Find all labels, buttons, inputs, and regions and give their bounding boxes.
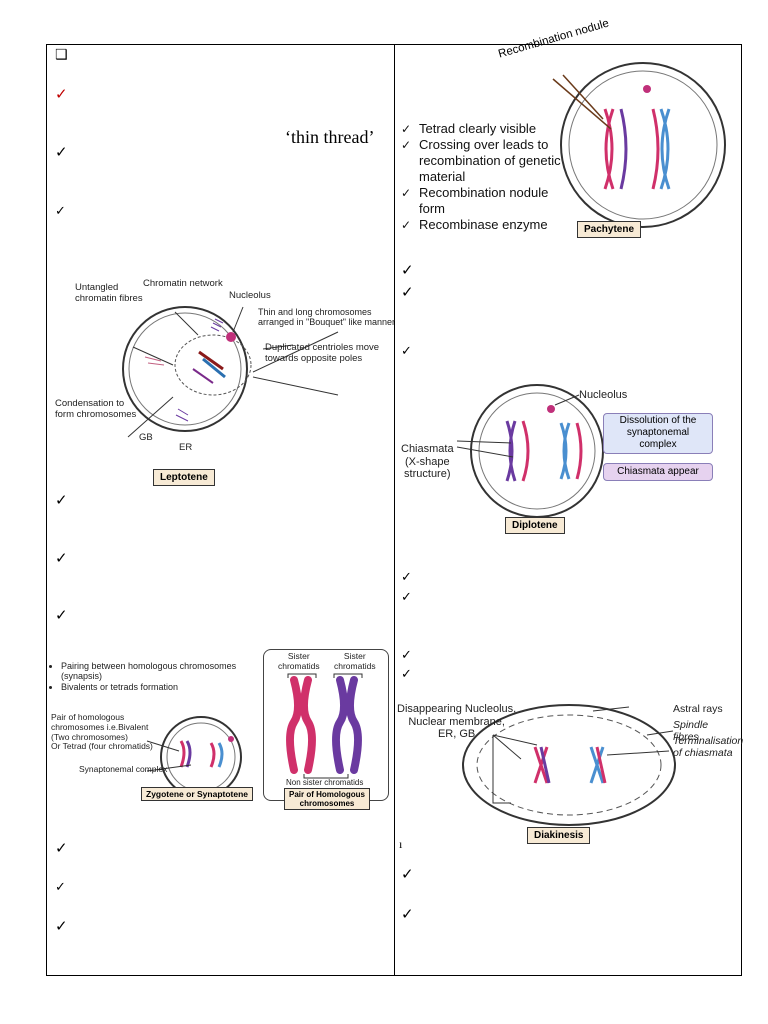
zygotene-bullet: Bivalents or tetrads formation [61, 682, 249, 692]
leptotene-figure: Untangled chromatin fibres Chromatin net… [53, 277, 395, 486]
check-icon: ✓ [55, 491, 68, 509]
list-item: ✓Recombinase enzyme [401, 217, 548, 232]
check-icon: ✓ [55, 917, 68, 935]
check-icon: ✓ [401, 186, 412, 200]
label-duplicated-centrioles: Duplicated centrioles move towards oppos… [265, 342, 380, 364]
pachytene-figure: Recombination nodule Pachytene [497, 17, 737, 244]
label-synaptonemal-complex: Synaptonemal complex [79, 764, 168, 774]
right-column: Recombination nodule Pachytene ✓Tetrad c… [395, 17, 743, 975]
check-icon: ✓ [401, 218, 412, 232]
list-item: ✓Crossing over leads to recombination of… [401, 137, 561, 184]
check-icon: ✓ [401, 138, 412, 152]
check-icon: ✓ [401, 865, 414, 883]
box-bullet-icon: ❑ [55, 47, 68, 63]
info-box-chiasmata-appear: Chiasmata appear [603, 463, 713, 481]
check-icon: ✓ [401, 283, 414, 301]
diplotene-caption: Diplotene [505, 517, 565, 534]
check-icon: ✓ [55, 839, 68, 857]
check-icon: ✓ [55, 880, 66, 895]
label-chromatin-network: Chromatin network [143, 278, 223, 289]
label-condensation: Condensation to form chromosomes [55, 398, 137, 420]
list-item: ✓Recombination nodule form [401, 185, 549, 216]
check-icon: ✓ [401, 344, 412, 359]
thin-thread-text: ‘thin thread’ [285, 127, 375, 147]
label-untangled-fibres: Untangled chromatin fibres [75, 282, 143, 304]
leptotene-caption: Leptotene [153, 469, 215, 486]
zygotene-bullet: Pairing between homologous chromosomes (… [61, 661, 249, 682]
label-disappearing-nucleolus: Disappearing Nucleolus, Nuclear membrane… [397, 703, 517, 741]
label-sister-chromatids-1: Sister chromatids [278, 651, 320, 671]
info-box-dissolution: Dissolution of the synaptonemal complex [603, 413, 713, 454]
zygotene-bullets: Pairing between homologous chromosomes (… [51, 661, 249, 692]
homologous-caption: Pair of Homologous chromosomes [284, 788, 370, 810]
check-icon: ✓ [401, 905, 414, 923]
label-gb: GB [139, 432, 153, 443]
check-icon: ✓ [401, 122, 412, 136]
check-icon: ✓ [401, 667, 412, 682]
red-check-icon: ✓ [55, 85, 68, 103]
label-chiasmata: Chiasmata (X-shape structure) [401, 443, 454, 481]
label-nucleolus: Nucleolus [229, 290, 271, 301]
label-non-sister-chromatids: Non sister chromatids [286, 778, 364, 787]
check-icon: ✓ [401, 648, 412, 663]
label-er: ER [179, 442, 193, 453]
column-divider [394, 45, 395, 975]
list-item: ✓Tetrad clearly visible [401, 121, 537, 136]
label-spindle-fibres: Spindle fibres [673, 719, 709, 744]
check-icon: ✓ [55, 143, 68, 161]
check-icon: ✓ [55, 549, 68, 567]
zygotene-caption: Zygotene or Synaptotene [141, 787, 254, 801]
check-icon: ✓ [55, 606, 68, 624]
label-thin-long-chromosomes: Thin and long chromosomes arranged in "B… [258, 307, 395, 328]
check-icon: ✓ [401, 570, 412, 585]
label-sister-chromatids-2: Sister chromatids [334, 651, 376, 671]
zygotene-figure: Pairing between homologous chromosomes (… [51, 659, 261, 807]
check-icon: ✓ [401, 261, 414, 279]
left-column: ❑ ✓ ‘thin thread’ ✓ ✓ [47, 45, 395, 975]
homologous-figure: Sister chromatids Sister chromatids Non … [263, 649, 389, 810]
notes-table: ❑ ✓ ‘thin thread’ ✓ ✓ [46, 17, 743, 976]
check-icon: ✓ [401, 590, 412, 605]
label-nucleolus: Nucleolus [579, 389, 628, 401]
pachytene-list: ✓Tetrad clearly visible ✓Crossing over l… [401, 121, 561, 233]
diakinesis-figure: Disappearing Nucleolus, Nuclear membrane… [397, 699, 743, 849]
label-pair-homologous: Pair of homologous chromosomes i.e.Bival… [51, 712, 153, 752]
small-mark: ı [399, 837, 403, 851]
label-astral-rays: Astral rays [673, 703, 723, 715]
check-icon: ✓ [55, 204, 66, 219]
diakinesis-caption: Diakinesis [527, 827, 591, 844]
pachytene-caption: Pachytene [577, 221, 642, 238]
label-terminalisation: Terminalisation of chiasmata [673, 735, 744, 760]
diplotene-figure: Nucleolus Chiasmata (X-shape structure) … [401, 381, 721, 539]
